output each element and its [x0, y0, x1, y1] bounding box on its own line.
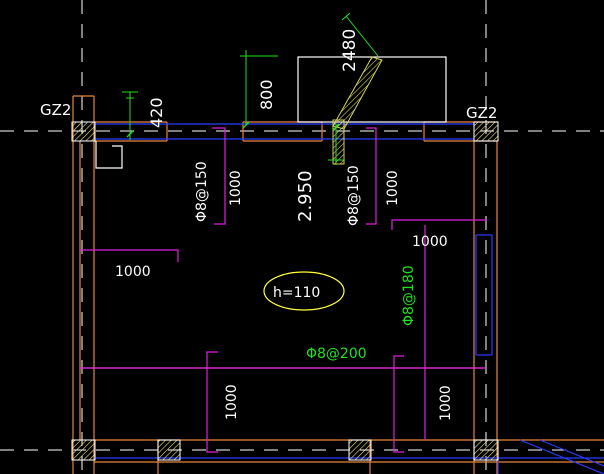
dim-2480-label: 2480: [340, 29, 360, 72]
column-label-right: GZ2: [466, 104, 497, 122]
slab-thickness-label: h=110: [273, 285, 320, 301]
dim-2950-label: 2.950: [295, 170, 316, 222]
length-label-left: 1000: [115, 264, 151, 280]
column-hatch-right-bottom: [473, 439, 499, 461]
column-hatch-left-top: [71, 121, 96, 142]
dimension-lines: [122, 12, 379, 165]
stair-post-hatch: [332, 119, 345, 165]
rebar-label-bottom: Φ8@200: [306, 346, 367, 362]
length-label-top-left: 1000: [228, 170, 244, 206]
rebar-label-right: Φ8@180: [401, 265, 417, 326]
length-label-right-top: 1000: [412, 234, 448, 250]
length-label-bottom-right: 1000: [438, 385, 454, 421]
dimension-ticks: [126, 121, 340, 138]
corner-detail: [95, 141, 123, 169]
rebar-label-top-left: Φ8@150: [194, 161, 210, 222]
column-hatch-mid-bottom: [157, 439, 181, 461]
column-hatch-mid2-bottom: [348, 439, 372, 461]
rebar-label-top-mid: Φ8@150: [346, 165, 362, 226]
slab-thickness-ellipse: [263, 271, 345, 311]
column-label-left: GZ2: [40, 101, 71, 119]
length-label-top-mid: 1000: [385, 170, 401, 206]
dim-420-label: 420: [147, 97, 166, 128]
length-label-bottom-left: 1000: [224, 384, 240, 420]
column-hatch-right-top: [473, 121, 499, 142]
dim-800-label: 800: [257, 79, 276, 110]
column-hatch-left-bottom: [71, 439, 96, 461]
rebar-lines: [80, 127, 487, 453]
